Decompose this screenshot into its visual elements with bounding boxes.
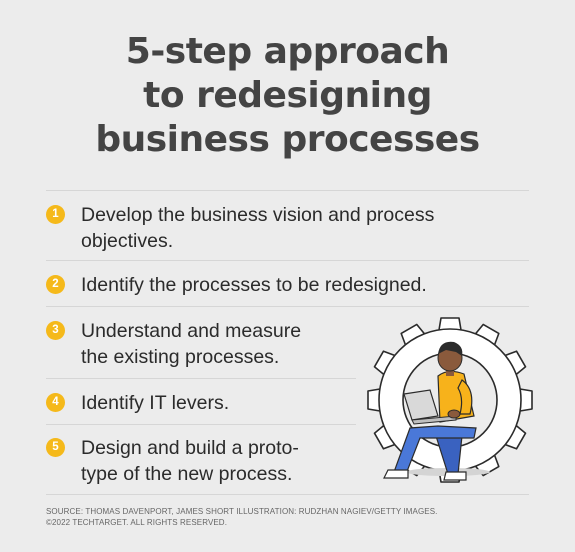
step-3-text-line-2: the existing processes.: [81, 346, 280, 368]
step-4-badge: 4: [46, 393, 65, 412]
step-1-badge: 1: [46, 205, 65, 224]
step-1-text-line-1: Develop the business vision and process: [81, 204, 435, 226]
step-5-badge: 5: [46, 438, 65, 457]
divider-3: [46, 378, 356, 379]
step-1-text-line-2: objectives.: [81, 230, 174, 252]
step-5-text-line-1: Design and build a proto-: [81, 437, 299, 459]
divider-4: [46, 424, 356, 425]
title-line-2: to redesigning: [143, 75, 432, 116]
divider-1: [46, 260, 529, 261]
divider-2: [46, 306, 529, 307]
footer-source: SOURCE: THOMAS DAVENPORT, JAMES SHORT IL…: [46, 507, 438, 516]
divider-top: [46, 190, 529, 191]
page-title: 5-step approach to redesigning business …: [0, 30, 575, 162]
person-with-laptop-in-gear-icon: [366, 316, 534, 488]
step-3-badge: 3: [46, 321, 65, 340]
step-5-text-line-2: type of the new process.: [81, 463, 293, 485]
title-line-1: 5-step approach: [125, 31, 450, 72]
footer-copyright: ©2022 TECHTARGET. ALL RIGHTS RESERVED.: [46, 518, 228, 527]
step-3-text-line-1: Understand and measure: [81, 320, 302, 342]
title-line-3: business processes: [95, 119, 480, 160]
step-2-badge: 2: [46, 275, 65, 294]
divider-bottom: [46, 494, 529, 495]
step-2-text-line-1: Identify the processes to be redesigned.: [81, 274, 427, 296]
step-4-text-line-1: Identify IT levers.: [81, 392, 230, 414]
footer-credits: SOURCE: THOMAS DAVENPORT, JAMES SHORT IL…: [46, 506, 437, 528]
